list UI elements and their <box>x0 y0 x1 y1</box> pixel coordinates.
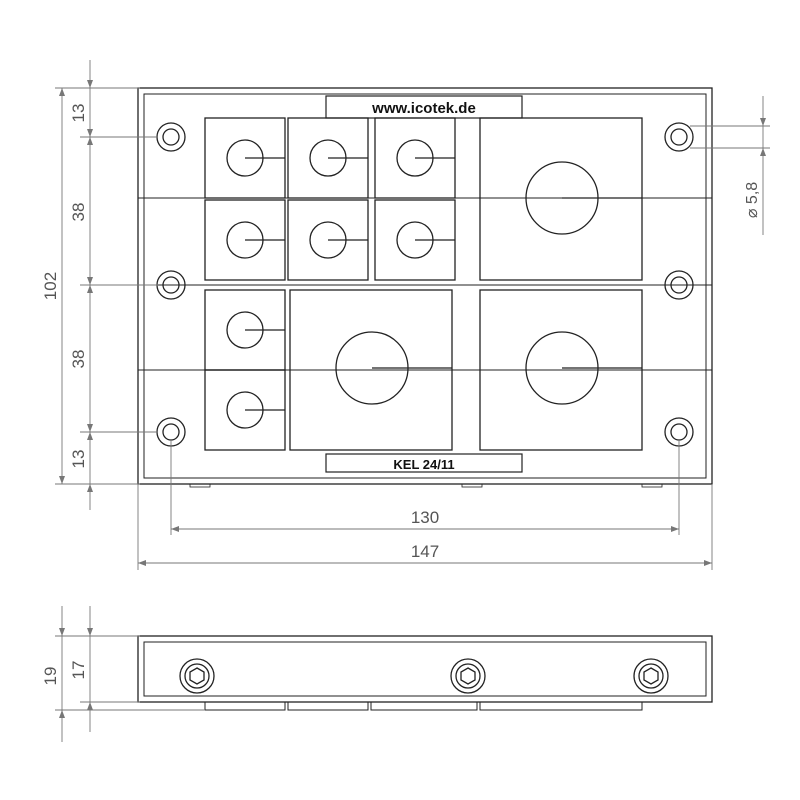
grommet-small <box>204 369 286 451</box>
grommet-large-top-right <box>479 117 643 281</box>
side-frame-outer <box>137 635 713 703</box>
model-plate <box>325 453 523 473</box>
website-plate <box>325 95 523 119</box>
model-label: KEL 24/11 <box>393 457 454 472</box>
mounting-hole <box>664 122 694 152</box>
dim-130: 130 <box>411 508 439 527</box>
dim-147: 147 <box>411 542 439 561</box>
mounting-hole <box>156 122 186 152</box>
dim-102: 102 <box>41 272 60 300</box>
side-view <box>137 635 713 711</box>
grommet-small <box>374 199 456 281</box>
top-view-dimensions <box>55 60 770 570</box>
grommet-small <box>204 289 286 371</box>
frame-outer <box>137 87 713 485</box>
grommet-small <box>287 117 369 199</box>
grommet-small <box>204 117 286 199</box>
dimension-arrows <box>59 80 766 566</box>
small-grommets <box>204 117 456 451</box>
dim-38-lower: 38 <box>69 350 88 369</box>
grommet-small <box>204 199 286 281</box>
dim-13-bottom: 13 <box>69 450 88 469</box>
dim-38-upper: 38 <box>69 203 88 222</box>
mounting-hole <box>664 270 694 300</box>
dim-17: 17 <box>69 661 88 680</box>
dim-13-top: 13 <box>69 104 88 123</box>
side-frame-inner <box>143 641 707 697</box>
top-view <box>137 87 713 488</box>
side-screw <box>633 658 669 694</box>
website-label: www.icotek.de <box>371 100 476 117</box>
side-screw <box>450 658 486 694</box>
grommet-small <box>287 199 369 281</box>
frame-inner <box>143 93 707 479</box>
dim-diameter: ⌀ 5,8 <box>744 182 761 218</box>
dim-19: 19 <box>41 667 60 686</box>
side-screw <box>179 658 215 694</box>
grommet-small <box>374 117 456 199</box>
